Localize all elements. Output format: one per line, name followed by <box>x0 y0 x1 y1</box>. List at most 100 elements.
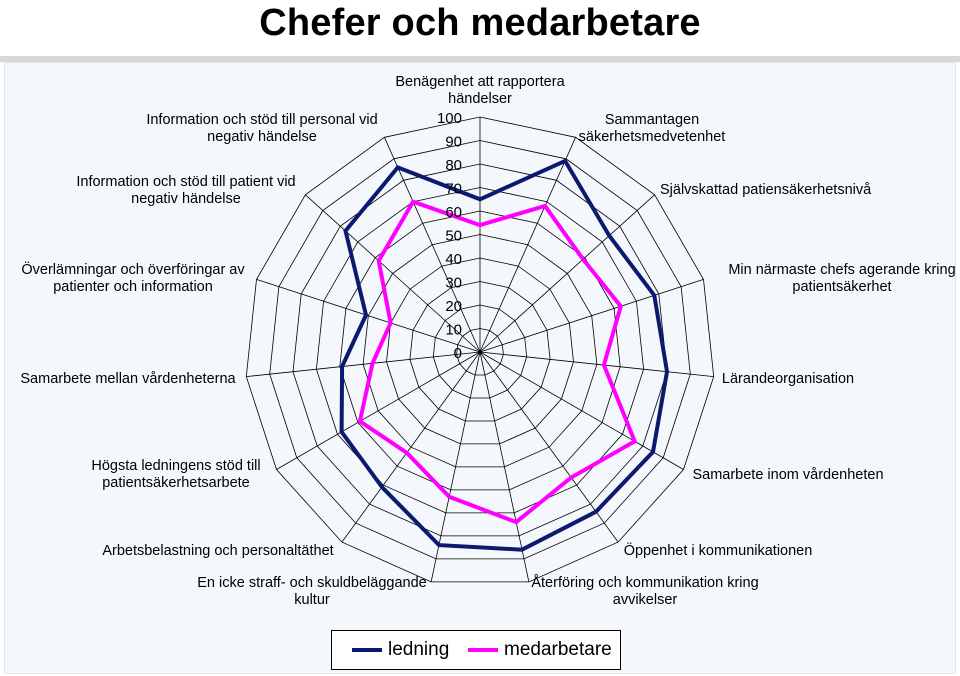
grid-ring-50 <box>362 234 598 468</box>
grid-ring-40 <box>386 257 574 445</box>
data-point-ledning-1 <box>563 159 567 163</box>
data-point-ledning-7 <box>520 548 524 552</box>
axis-label-line: Samarbete mellan vårdenheterna <box>20 371 236 387</box>
legend-item-medarbetare: medarbetare <box>468 631 612 669</box>
axis-label-line: patientsäkerhet <box>792 279 891 295</box>
data-point-medarbetare-4 <box>602 363 606 367</box>
axis-label-line: Benägenhet att rapportera <box>395 74 565 90</box>
data-point-medarbetare-9 <box>405 451 409 455</box>
axis-label-line: Information och stöd till personal vid <box>146 112 377 128</box>
axis-label-line: Överlämningar och överföringar av <box>21 260 245 278</box>
chart-title: Chefer och medarbetare <box>259 2 701 44</box>
grid-ring-30 <box>409 281 551 422</box>
data-point-medarbetare-11 <box>371 361 374 365</box>
axis-label-line: Återföring och kommunikation kring <box>531 574 758 591</box>
data-point-ledning-8 <box>437 543 441 547</box>
axis-label-line: säkerhetsmedvetenhet <box>579 129 726 145</box>
axis-label-6: Öppenhet i kommunikationen <box>624 541 813 559</box>
grid-ring-80 <box>292 163 668 537</box>
spoke-10 <box>276 351 481 470</box>
axis-label-line: En icke straff- och skuldbeläggande <box>197 575 426 591</box>
spoke-9 <box>341 351 481 543</box>
axis-label-11: Samarbete mellan vårdenheterna <box>20 371 236 387</box>
data-point-ledning-6 <box>594 510 598 514</box>
legend-swatch-ledning <box>352 648 382 652</box>
spoke-6 <box>479 351 619 543</box>
tick-label-10: 10 <box>445 322 462 339</box>
axis-label-line: avvikelser <box>613 592 678 608</box>
axis-label-line: Självskattad patiensäkerhetsnivå <box>660 182 872 198</box>
tick-label-50: 50 <box>445 228 462 245</box>
legend-label-medarbetare: medarbetare <box>504 639 612 660</box>
data-point-ledning-12 <box>364 313 368 317</box>
tick-label-70: 70 <box>445 181 462 198</box>
data-point-medarbetare-14 <box>411 200 415 204</box>
data-point-ledning-14 <box>396 165 400 169</box>
data-point-ledning-10 <box>340 430 344 434</box>
tick-label-40: 40 <box>445 251 462 268</box>
data-point-medarbetare-0 <box>478 223 482 227</box>
data-point-ledning-4 <box>665 370 669 374</box>
tick-label-30: 30 <box>445 275 462 292</box>
data-point-medarbetare-12 <box>389 321 393 325</box>
tick-label-80: 80 <box>445 157 462 174</box>
spoke-13 <box>305 194 481 353</box>
tick-label-60: 60 <box>445 204 462 221</box>
axis-label-line: Sammantagen <box>605 112 699 128</box>
spoke-5 <box>479 351 684 470</box>
axis-label-line: händelser <box>448 91 512 107</box>
axis-label-5: Samarbete inom vårdenheten <box>692 467 883 483</box>
spoke-7 <box>479 351 530 582</box>
axis-label-line: Min närmaste chefs agerande kring <box>728 262 955 278</box>
spoke-4 <box>479 351 714 377</box>
data-point-ledning-9 <box>380 485 384 489</box>
tick-label-90: 90 <box>445 134 462 151</box>
axis-label-9: Arbetsbelastning och personaltäthet <box>102 543 333 559</box>
axis-label-line: negativ händelse <box>207 129 317 145</box>
spoke-1 <box>479 137 576 353</box>
grid-ring-60 <box>339 210 621 491</box>
axis-label-4: Lärandeorganisation <box>722 371 854 387</box>
axis-label-line: Information och stöd till patient vid <box>76 174 295 190</box>
spoke-14 <box>384 137 481 353</box>
legend-item-ledning: ledning <box>352 631 449 669</box>
data-point-medarbetare-13 <box>377 259 381 263</box>
data-point-ledning-0 <box>478 197 482 201</box>
axis-label-line: Lärandeorganisation <box>722 371 854 387</box>
axis-label-line: Öppenhet i kommunikationen <box>624 541 813 559</box>
series-line-medarbetare <box>357 199 638 525</box>
title-divider <box>0 56 960 62</box>
data-point-medarbetare-1 <box>543 204 547 208</box>
data-point-ledning-5 <box>651 450 655 454</box>
axis-label-line: Samarbete inom vårdenheten <box>692 467 883 483</box>
axis-label-line: Arbetsbelastning och personaltäthet <box>102 543 333 559</box>
spoke-12 <box>256 279 481 353</box>
data-point-medarbetare-2 <box>581 257 585 261</box>
data-point-ledning-3 <box>652 293 656 297</box>
data-point-medarbetare-6 <box>569 476 573 479</box>
grid-ring-70 <box>315 187 645 514</box>
tick-label-100: 100 <box>437 110 462 127</box>
axis-label-2: Självskattad patiensäkerhetsnivå <box>660 182 872 198</box>
axis-label-line: kultur <box>294 592 330 608</box>
axis-label-line: patienter och information <box>53 279 213 295</box>
data-point-medarbetare-8 <box>447 495 451 499</box>
data-point-medarbetare-10 <box>358 419 362 423</box>
data-point-medarbetare-5 <box>633 439 637 443</box>
series-line-ledning <box>339 158 670 552</box>
tick-label-20: 20 <box>445 298 462 315</box>
tick-label-0: 0 <box>454 345 462 362</box>
data-point-ledning-13 <box>344 229 347 233</box>
grid-ring-10 <box>456 328 504 376</box>
grid-ring-90 <box>269 140 691 560</box>
axis-label-line: patientsäkerhetsarbete <box>102 475 250 491</box>
